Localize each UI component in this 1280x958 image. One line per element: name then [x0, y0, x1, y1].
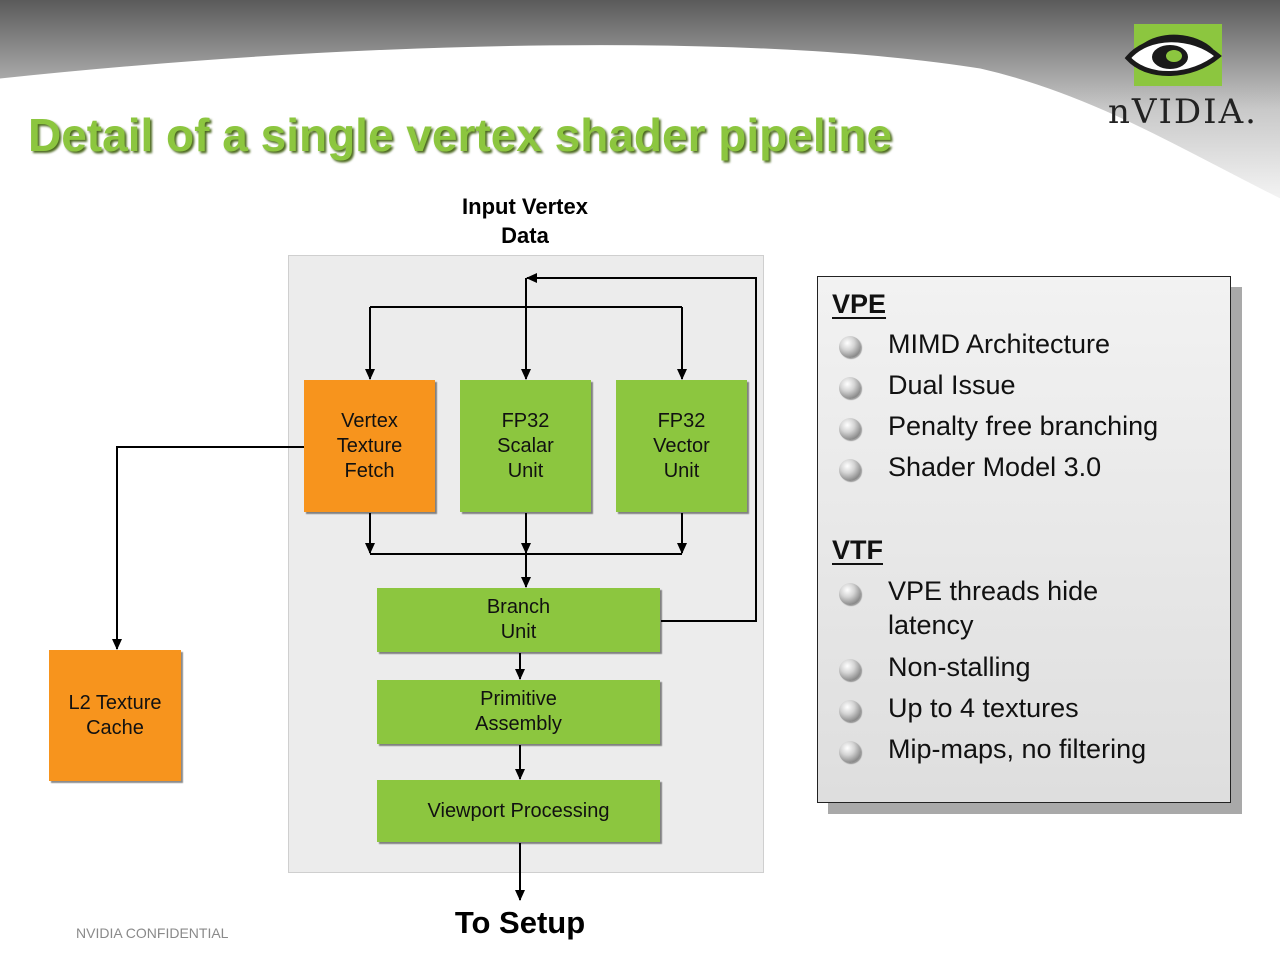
branch-unit-block: Branch Unit [377, 588, 660, 652]
vtf-heading: VTF [832, 535, 883, 565]
info-panel: VPE MIMD Architecture Dual Issue Penalty… [817, 276, 1231, 803]
input-vertex-data-label: Input Vertex Data [462, 194, 588, 248]
bullet-sphere-icon [839, 659, 861, 681]
bullet-sphere-icon [839, 700, 861, 722]
fp32-vector-unit-block: FP32 Vector Unit [616, 380, 747, 512]
header-swoosh [0, 0, 1280, 202]
bullet-sphere-icon [839, 741, 861, 763]
vertex-texture-fetch-block: Vertex Texture Fetch [304, 380, 435, 512]
viewport-processing-block: Viewport Processing [377, 780, 660, 842]
nvidia-eye-icon [1124, 24, 1222, 86]
nvidia-wordmark: nVIDIA. [1108, 92, 1258, 132]
confidential-footer: NVIDIA CONFIDENTIAL [76, 925, 229, 941]
fp32-scalar-unit-block: FP32 Scalar Unit [460, 380, 591, 512]
to-setup-label: To Setup [454, 905, 586, 940]
l2-texture-cache-block: L2 Texture Cache [49, 650, 181, 781]
primitive-assembly-block: Primitive Assembly [377, 680, 660, 744]
bullet-sphere-icon [839, 418, 861, 440]
bullet-sphere-icon [839, 583, 861, 605]
bullet-sphere-icon [839, 377, 861, 399]
bullet-sphere-icon [839, 336, 861, 358]
vpe-heading: VPE [832, 289, 887, 319]
page-title: Detail of a single vertex shader pipelin… [28, 109, 893, 161]
bullet-sphere-icon [839, 459, 861, 481]
